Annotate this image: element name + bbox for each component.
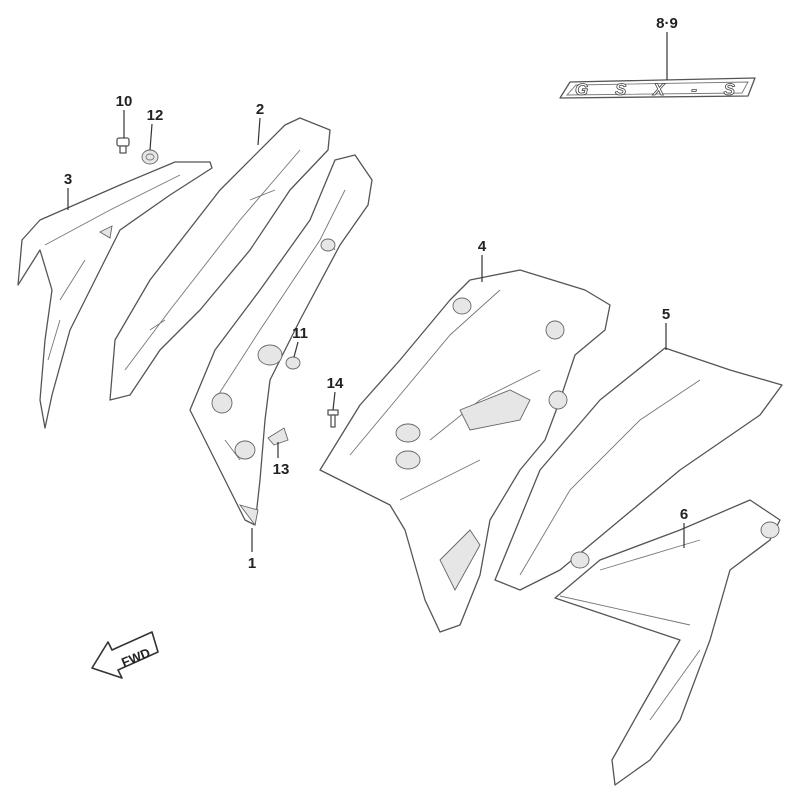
part-12-grommet <box>141 149 159 165</box>
callout-2: 2 <box>256 101 264 118</box>
callout-10: 10 <box>116 93 133 110</box>
part-13-cushion <box>267 427 289 446</box>
callout-3: 3 <box>64 171 72 188</box>
callout-8-9: 8·9 <box>656 15 678 32</box>
forward-direction-arrow-icon: FWD <box>91 631 159 679</box>
callout-5: 5 <box>662 306 670 323</box>
part-4-frame-cover <box>319 269 611 633</box>
part-11-grommet <box>285 356 301 370</box>
part-6-lower-cowl <box>554 499 781 786</box>
part-5-side-panel <box>494 347 783 591</box>
leader-lines <box>67 32 685 552</box>
callout-6: 6 <box>680 506 688 523</box>
callout-11: 11 <box>292 325 308 342</box>
emblem-text: GSX-S <box>575 80 736 99</box>
part-2-side-cover <box>109 117 331 401</box>
callout-1: 1 <box>248 555 256 572</box>
callout-12: 12 <box>147 107 164 124</box>
part-3-tail-cover <box>17 161 213 429</box>
callout-14: 14 <box>327 375 344 392</box>
callout-4: 4 <box>478 238 487 255</box>
part-10-bolt <box>116 137 130 154</box>
emblem-part-8-9: GSX-S <box>559 77 756 99</box>
part-14-screw <box>327 409 339 428</box>
part-1-inner-cover <box>189 154 373 527</box>
callout-13: 13 <box>273 461 290 478</box>
